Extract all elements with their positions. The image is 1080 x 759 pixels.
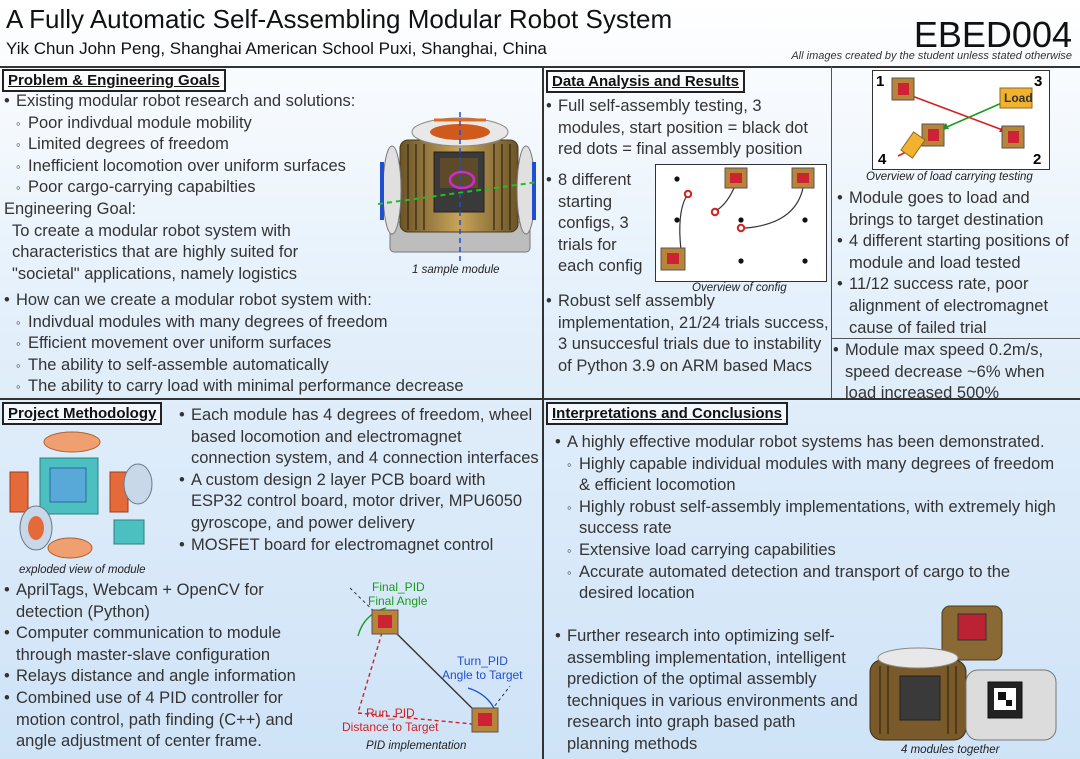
conclusion-sub-bullet: Highly robust self-assembly implementati…	[555, 497, 1065, 540]
results-divider	[831, 66, 832, 398]
config-overview-diagram	[655, 164, 827, 282]
data-bullet-2: 8 different starting configs, 3 trials f…	[546, 170, 656, 278]
load-label: Load	[1004, 91, 1033, 105]
load-carrying-diagram: 1 2 3 4 Load	[872, 70, 1050, 170]
module-icon	[371, 609, 399, 635]
problem-sub-bullet: The ability to self-assemble automatical…	[4, 355, 539, 377]
four-modules-image	[869, 605, 1057, 741]
load-caption: Overview of load carrying testing	[866, 171, 1033, 183]
problem-bullet: How can we create a modular robot system…	[4, 290, 539, 312]
goal-text: To create a modular robot system with ch…	[12, 221, 299, 283]
conclusion-sub-bullet: Accurate automated detection and transpo…	[555, 562, 1065, 605]
header-divider	[0, 66, 1080, 68]
problem-list-1: Existing modular robot research and solu…	[4, 91, 384, 285]
future-research: Further research into optimizing self-as…	[555, 626, 860, 756]
problem-section-title: Problem & Engineering Goals	[2, 69, 226, 92]
module-icon	[471, 707, 499, 733]
method-list-top: Each module has 4 degrees of freedom, wh…	[179, 405, 539, 556]
method-bullet: Relays distance and angle information	[4, 666, 334, 688]
pid-run-label: Run_PID	[366, 706, 415, 720]
load-bullet: 4 different starting positions of module…	[837, 231, 1077, 274]
pid-turn-label: Turn_PID	[457, 654, 508, 668]
data-bullet-1: Full self-assembly testing, 3 modules, s…	[546, 96, 831, 161]
method-bullet: A custom design 2 layer PCB board with E…	[179, 470, 539, 535]
method-bullet: MOSFET board for electromagnet control	[179, 535, 539, 557]
module-icon	[921, 123, 945, 147]
goal-label: Engineering Goal:	[4, 199, 137, 218]
load-bullet: Module goes to load and brings to target…	[837, 188, 1077, 231]
exploded-module-image	[9, 431, 153, 559]
conclusion-sub-bullet: Extensive load carrying capabilities	[555, 540, 1065, 562]
problem-sub-bullet: Indivdual modules with many degrees of f…	[4, 312, 539, 334]
middle-divider	[0, 398, 1080, 400]
module-icon	[724, 167, 748, 189]
poster-title: A Fully Automatic Self-Assembling Modula…	[6, 4, 673, 34]
problem-bullet: Existing modular robot research and solu…	[4, 91, 384, 113]
module-icon	[1001, 125, 1025, 149]
module-icon	[891, 77, 915, 101]
method-bullet: Each module has 4 degrees of freedom, wh…	[179, 405, 539, 470]
exploded-caption: exploded view of module	[19, 564, 146, 576]
pid-turn-sub: Angle to Target	[442, 668, 523, 682]
pid-caption: PID implementation	[366, 740, 467, 752]
image-credit: All images created by the student unless…	[791, 50, 1072, 62]
conclusions-section-title: Interpretations and Conclusions	[546, 402, 789, 425]
module-icon	[660, 247, 686, 271]
data-bullet-3: Robust self assembly implementation, 21/…	[546, 291, 831, 377]
load-box-icon	[900, 131, 926, 159]
pid-run-sub: Distance to Target	[342, 720, 439, 734]
load-pos-3: 3	[1034, 73, 1042, 90]
problem-sub-bullet: Limited degrees of freedom	[4, 134, 384, 156]
conclusion-bullet: Further research into optimizing self-as…	[555, 626, 860, 756]
data-bullet: Robust self assembly implementation, 21/…	[546, 291, 831, 377]
pid-final-sub: Final Angle	[368, 594, 428, 608]
data-section-title: Data Analysis and Results	[546, 70, 746, 93]
column-divider	[542, 66, 544, 759]
poster-code: EBED004	[913, 14, 1072, 55]
conclusions-list: A highly effective modular robot systems…	[555, 432, 1065, 605]
problem-sub-bullet: The ability to carry load with minimal p…	[4, 376, 539, 398]
sample-module-image	[377, 112, 539, 262]
conclusion-sub-bullet: Highly capable individual modules with m…	[555, 454, 1065, 497]
pid-final-label: Final_PID	[372, 580, 425, 594]
speed-text: Module max speed 0.2m/s, speed decrease …	[833, 340, 1078, 405]
problem-sub-bullet: Inefficient locomotion over uniform surf…	[4, 156, 384, 178]
poster-authors: Yik Chun John Peng, Shanghai American Sc…	[6, 39, 547, 58]
conclusion-bullet: A highly effective modular robot systems…	[555, 432, 1065, 454]
method-bullet: AprilTags, Webcam + OpenCV for detection…	[4, 580, 334, 623]
method-bullet: Combined use of 4 PID controller for mot…	[4, 688, 334, 753]
four-modules-caption: 4 modules together	[901, 744, 1000, 756]
load-pos-1: 1	[876, 73, 884, 90]
method-list-bottom: AprilTags, Webcam + OpenCV for detection…	[4, 580, 334, 753]
module-icon	[791, 167, 815, 189]
sample-module-caption: 1 sample module	[412, 264, 500, 276]
load-bullets: Module goes to load and brings to target…	[837, 188, 1077, 339]
problem-sub-bullet: Poor indivdual module mobility	[4, 113, 384, 135]
load-box-icon	[999, 87, 1033, 109]
data-bullet: 8 different starting configs, 3 trials f…	[546, 170, 656, 278]
speed-bullet: Module max speed 0.2m/s, speed decrease …	[833, 340, 1078, 405]
load-pos-4: 4	[878, 151, 887, 168]
problem-list-2: How can we create a modular robot system…	[4, 290, 539, 398]
problem-sub-bullet: Poor cargo-carrying capabilties	[4, 177, 384, 199]
problem-sub-bullet: Efficient movement over uniform surfaces	[4, 333, 539, 355]
load-bullet: 11/12 success rate, poor alignment of el…	[837, 274, 1077, 339]
method-section-title: Project Methodology	[2, 402, 163, 425]
method-bullet: Computer communication to module through…	[4, 623, 334, 666]
load-pos-2: 2	[1033, 151, 1041, 168]
data-bullet: Full self-assembly testing, 3 modules, s…	[546, 96, 831, 161]
pid-diagram	[349, 587, 511, 733]
